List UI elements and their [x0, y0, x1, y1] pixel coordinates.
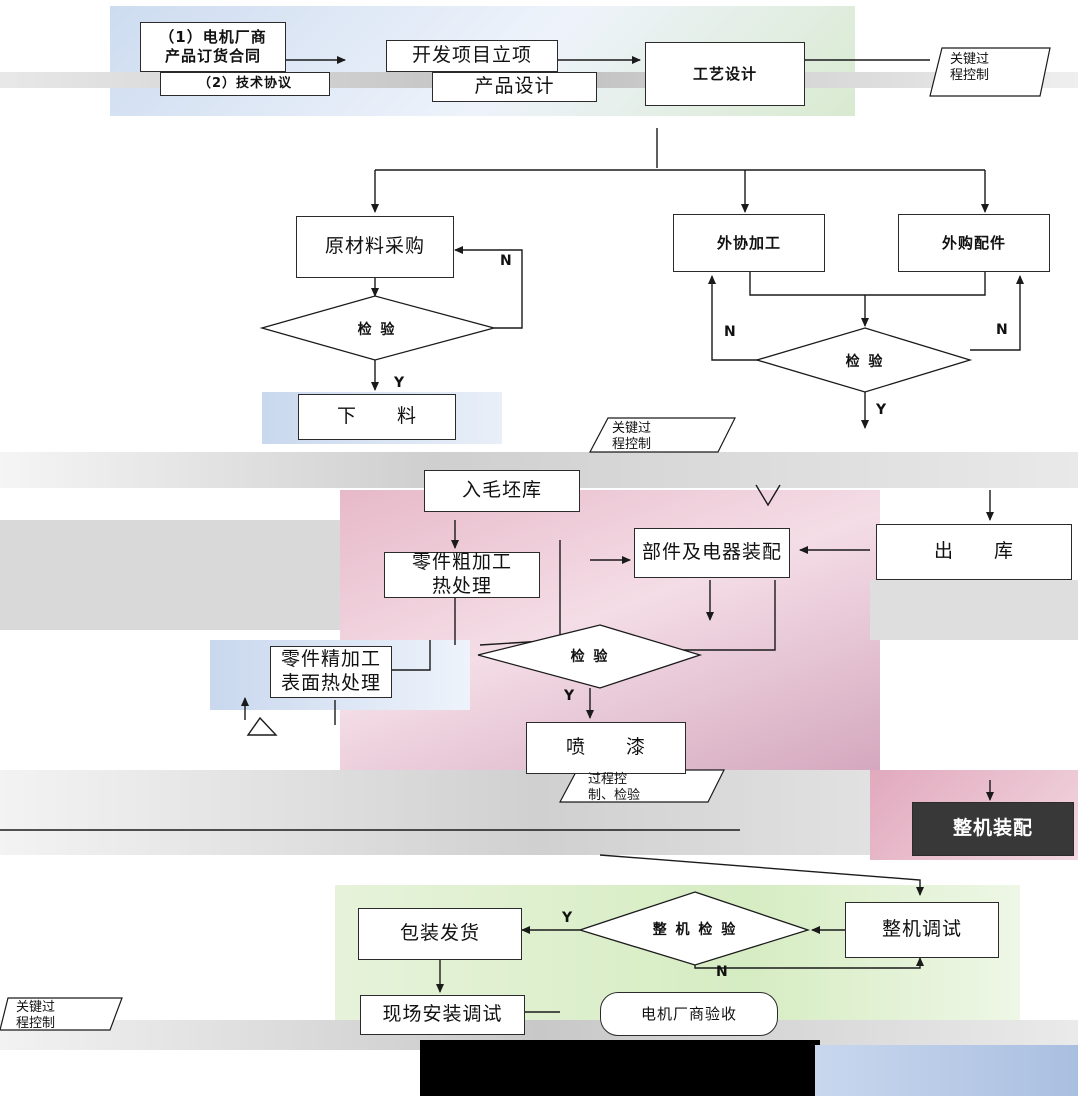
process-design-box: 工艺设计	[645, 42, 805, 106]
decision-diamond-paint	[477, 624, 703, 689]
contract-box: （1）电机厂商 产品订货合同	[140, 22, 286, 72]
site-install-box: 现场安装调试	[360, 995, 525, 1035]
tag-text-paint: 过程控 制、检验	[588, 772, 641, 803]
tag-shape-bottom	[0, 997, 123, 1031]
packing-shipping-box: 包装发货	[358, 908, 522, 960]
material-purchase-box: 原材料采购	[296, 216, 454, 278]
tag-shape-middle	[589, 417, 736, 453]
purchased-parts-box: 外购配件	[898, 214, 1050, 272]
decision-label-machine: 整 机 检 验	[652, 922, 738, 938]
final-assembly-box: 整机装配	[912, 802, 1074, 856]
machine-debug-box: 整机调试	[845, 902, 999, 958]
tag-text-middle: 关键过 程控制	[612, 421, 652, 452]
spray-paint-box: 喷 漆	[526, 722, 686, 774]
tech-agreement-box: （2）技术协议	[160, 72, 330, 96]
gray-block-left	[0, 520, 360, 630]
decision-label-parts: 检 验	[845, 354, 885, 370]
decision-diamond-material	[259, 295, 497, 361]
component-assembly-box: 部件及电器装配	[634, 528, 790, 578]
tag-shape-paint	[559, 769, 725, 803]
decision-diamond-machine	[577, 891, 811, 966]
blank-storage-box: 入毛坯库	[424, 470, 580, 512]
branch-no-purchased: N	[996, 322, 1008, 338]
tag-shape-top	[929, 47, 1051, 97]
branch-no-material: N	[500, 253, 512, 269]
product-design-box: 产品设计	[432, 72, 597, 102]
branch-no-outsourced: N	[724, 324, 736, 340]
customer-acceptance-box: 电机厂商验收	[600, 992, 778, 1036]
finish-machining-box: 零件精加工 表面热处理	[270, 646, 392, 698]
branch-yes-paint: Y	[564, 688, 575, 704]
warehouse-out-box: 出 库	[876, 524, 1072, 580]
blue-block-bottom	[815, 1045, 1078, 1096]
branch-yes-machine: Y	[562, 910, 573, 926]
tag-text-top: 关键过 程控制	[950, 52, 990, 83]
project-setup-box: 开发项目立项	[386, 40, 558, 72]
blanking-box: 下 料	[298, 394, 456, 440]
branch-yes-material: Y	[394, 375, 405, 391]
tag-text-bottom: 关键过 程控制	[16, 1000, 56, 1031]
decision-diamond-parts	[754, 327, 973, 393]
branch-no-machine: N	[716, 964, 728, 980]
rough-machining-box: 零件粗加工 热处理	[384, 551, 540, 598]
black-block-bottom	[420, 1040, 820, 1096]
decision-label-material: 检 验	[357, 322, 397, 338]
outsourced-processing-box: 外协加工	[673, 214, 825, 272]
decision-label-paint: 检 验	[570, 649, 610, 665]
gray-block-right	[870, 580, 1078, 640]
branch-yes-parts: Y	[876, 402, 887, 418]
